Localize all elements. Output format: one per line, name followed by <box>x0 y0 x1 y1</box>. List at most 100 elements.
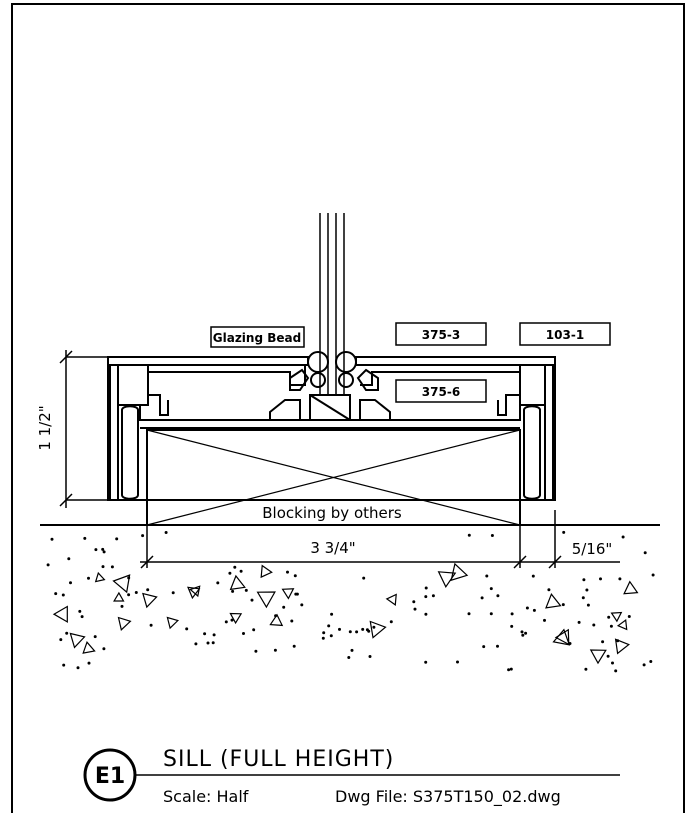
concrete-dot <box>101 565 105 569</box>
concrete-dot <box>586 603 590 607</box>
part-c-callout-box <box>519 322 611 346</box>
concrete-dot <box>496 594 500 598</box>
concrete-dot <box>368 654 372 658</box>
concrete-dot <box>338 627 342 631</box>
concrete-dot <box>46 563 50 567</box>
width-dimension <box>140 510 620 569</box>
concrete-dot <box>146 588 150 592</box>
concrete-dot <box>65 631 69 635</box>
concrete-dot <box>76 666 80 670</box>
concrete-dot <box>330 612 334 616</box>
concrete-dot <box>561 603 565 607</box>
concrete-dot <box>485 574 489 578</box>
aggregate-triangle <box>94 571 106 583</box>
concrete-dot <box>350 648 354 652</box>
concrete-dot <box>642 663 646 667</box>
concrete-dot <box>456 660 460 664</box>
concrete-dot <box>290 619 294 623</box>
concrete-dot <box>598 577 602 581</box>
concrete-dot <box>592 623 596 627</box>
concrete-dot <box>194 642 198 646</box>
concrete-dot <box>67 557 71 561</box>
concrete-dot <box>510 624 514 628</box>
concrete-dot <box>185 627 189 631</box>
part-c-callout: 103-1 <box>546 328 584 342</box>
concrete-dot <box>361 627 365 631</box>
concrete-dot <box>102 647 106 651</box>
concrete-dot <box>614 669 618 673</box>
height-dimension-label: 1 1/2" <box>36 405 54 450</box>
sill-frame <box>107 351 556 501</box>
concrete-dot <box>224 620 228 624</box>
concrete-dot <box>355 630 359 634</box>
aggregate-triangle <box>385 593 397 606</box>
concrete-dot <box>651 573 655 577</box>
aggregate-triangle <box>554 628 570 646</box>
concrete-dot <box>93 635 97 639</box>
concrete-dot <box>585 588 589 592</box>
concrete-dot <box>621 535 625 539</box>
concrete-dot <box>606 654 610 658</box>
part-b-callout-box <box>395 379 487 403</box>
concrete-dot <box>520 630 524 634</box>
concrete-dot <box>643 551 647 555</box>
concrete-dot <box>525 606 529 610</box>
concrete-dot <box>239 569 243 573</box>
concrete-dot <box>489 587 493 591</box>
glass-lites <box>319 213 345 395</box>
offset-dimension-label: 5/16" <box>572 540 613 558</box>
concrete-dot <box>54 592 58 596</box>
concrete-dot <box>424 595 428 599</box>
concrete-dot <box>610 661 614 665</box>
concrete-dot <box>300 603 304 607</box>
aggregate-triangle <box>450 562 469 582</box>
aggregate-triangle <box>610 611 623 623</box>
aggregate-triangle <box>113 591 125 602</box>
concrete-dot <box>582 578 586 582</box>
concrete-dot <box>496 644 500 648</box>
concrete-dot <box>601 640 605 644</box>
blocking-label-mask <box>250 503 415 523</box>
concrete-dot <box>618 577 622 581</box>
concrete-dot <box>531 574 535 578</box>
aggregate-triangle <box>142 592 158 609</box>
concrete-dot <box>62 663 66 667</box>
concrete-dot <box>61 593 65 597</box>
aggregate-triangle <box>269 613 284 627</box>
part-b-callout: 375-6 <box>422 385 460 399</box>
concrete-dot <box>542 618 546 622</box>
concrete-dot <box>231 589 235 593</box>
concrete-dot <box>216 581 220 585</box>
concrete-dot <box>141 534 145 538</box>
concrete-dot <box>80 615 84 619</box>
aggregate-triangle <box>545 593 562 609</box>
concrete-dot <box>115 537 119 541</box>
concrete-dot <box>413 607 417 611</box>
concrete-dot <box>292 644 296 648</box>
concrete-dot <box>83 536 87 540</box>
aggregate-triangle <box>260 564 273 579</box>
concrete-dot <box>293 574 297 578</box>
concrete-dot <box>101 547 105 551</box>
detail-id: E1 <box>95 764 125 789</box>
concrete-dot <box>365 628 369 632</box>
concrete-dot <box>510 612 514 616</box>
concrete-dot <box>562 530 566 534</box>
aggregate-triangle <box>552 628 571 646</box>
aggregate-triangle <box>82 641 96 654</box>
title-block: E1 SILL (FULL HEIGHT) Scale: Half Dwg Fi… <box>83 747 620 807</box>
concrete-dot <box>482 645 486 649</box>
glazing-bead-callout-box <box>210 326 305 348</box>
scale-label: Scale: Half <box>163 787 249 806</box>
concrete-dot <box>134 590 138 594</box>
concrete-dot <box>273 648 277 652</box>
aggregate-triangle <box>614 638 630 655</box>
offset-label-mask <box>563 539 621 557</box>
concrete-dot <box>577 620 581 624</box>
concrete-dot <box>322 631 326 635</box>
concrete-dot <box>110 565 114 569</box>
concrete-dot <box>149 623 153 627</box>
aggregate-triangle <box>52 605 68 623</box>
dwg-file-label: Dwg File: S375T150_02.dwg <box>335 787 561 807</box>
